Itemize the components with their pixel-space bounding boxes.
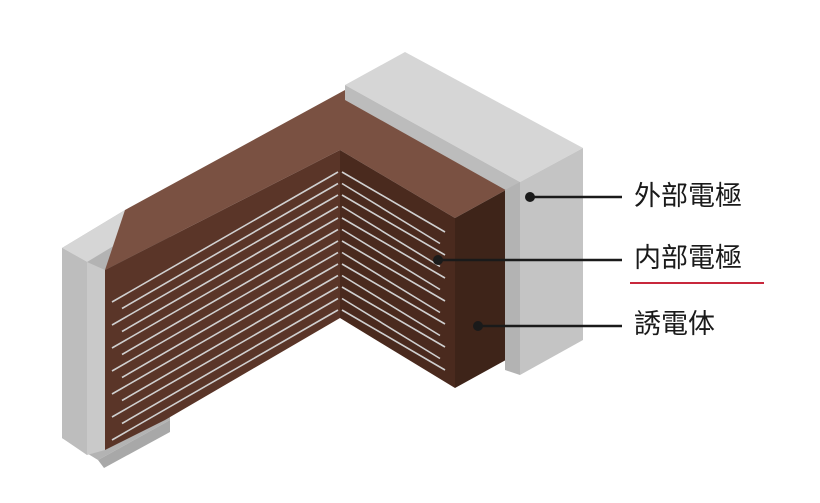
internal-electrode-layer-inner [341,205,441,268]
internal-electrode-layer-inner [341,194,446,256]
internal-electrode-layer-left [111,194,339,326]
internal-electrode-layer-inner [341,263,446,325]
internal-electrode-layer-inner [341,309,446,371]
leader-dot-dielectric [473,321,483,331]
internal-electrode-label: 内部電極 [634,243,742,274]
internal-electrode-underline [630,282,764,284]
internal-electrode-layer-inner [341,286,446,348]
internal-electrode-layer-inner [341,274,441,337]
internal-electrode-layer-left [121,205,339,333]
internal-electrode-layer-left [121,297,339,425]
internal-electrode-layer-left [121,228,339,356]
internal-electrode-lines [111,171,446,441]
internal-electrode-layer-left [121,274,339,402]
internal-electrode-layer-left [111,309,339,441]
internal-electrode-layer-left [111,240,339,372]
internal-electrode-layer-inner [341,297,441,360]
external-electrode-label: 外部電極 [634,181,742,212]
left-external-electrode-front [87,262,170,468]
internal-electrode-layer-left [111,263,339,395]
internal-electrode-layer-inner [341,228,441,291]
leader-dot-external [525,192,535,202]
internal-electrode-layer-inner [341,171,446,233]
internal-electrode-layer-left [111,286,339,418]
internal-electrode-layer-inner [341,240,446,302]
internal-electrode-layer-left [111,217,339,349]
internal-electrode-layer-left [111,171,339,303]
internal-electrode-layer-inner [341,217,446,279]
leader-dot-internal [433,255,443,265]
dielectric-label: 誘電体 [634,309,715,340]
internal-electrode-layer-inner [341,251,441,314]
internal-electrode-layer-left [121,182,339,310]
internal-electrode-layer-inner [341,182,441,245]
internal-electrode-layer-left [121,251,339,379]
right-external-electrode [345,52,583,375]
leader-lines [433,192,622,331]
